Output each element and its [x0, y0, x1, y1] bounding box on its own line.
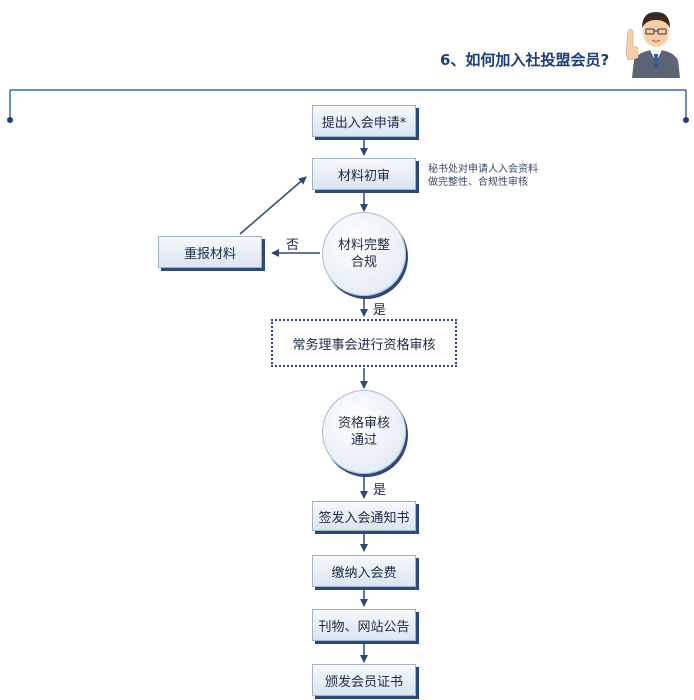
notice-step: 签发入会通知书 — [312, 501, 416, 531]
certificate-step: 颁发会员证书 — [312, 664, 416, 696]
publish-step: 刊物、网站公告 — [312, 609, 416, 641]
apply-step: 提出入会申请* — [312, 105, 416, 137]
council-review-step: 常务理事会进行资格审核 — [271, 319, 457, 367]
qualification-decision: 资格审核 通过 — [322, 390, 406, 474]
no-branch-label: 否 — [286, 238, 300, 253]
review-step: 材料初审 — [312, 158, 416, 190]
resubmit-step: 重报材料 — [158, 236, 262, 268]
complete-decision-line-1: 材料完整 — [337, 238, 390, 253]
yes-branch-label-2: 是 — [373, 483, 387, 498]
review-note-line-1: 秘书处对申请人入会资料 — [428, 164, 538, 175]
review-note: 秘书处对申请人入会资料 做完整性、合规性审核 — [428, 163, 538, 189]
yes-branch-label-1: 是 — [373, 303, 387, 318]
businessman-thumbs-up-icon — [625, 12, 680, 78]
qualification-decision-line-1: 资格审核 — [337, 416, 390, 431]
header-dot-right — [683, 117, 689, 123]
complete-decision: 材料完整 合规 — [322, 212, 406, 296]
header-dot-left — [7, 117, 13, 123]
complete-decision-line-2: 合规 — [350, 255, 377, 270]
fee-step: 缴纳入会费 — [312, 555, 416, 587]
page-title: 6、如何加入社投盟会员? — [440, 51, 610, 69]
review-note-line-2: 做完整性、合规性审核 — [428, 177, 528, 188]
qualification-decision-line-2: 通过 — [350, 433, 377, 448]
arrow-resubmit-review — [239, 176, 307, 235]
